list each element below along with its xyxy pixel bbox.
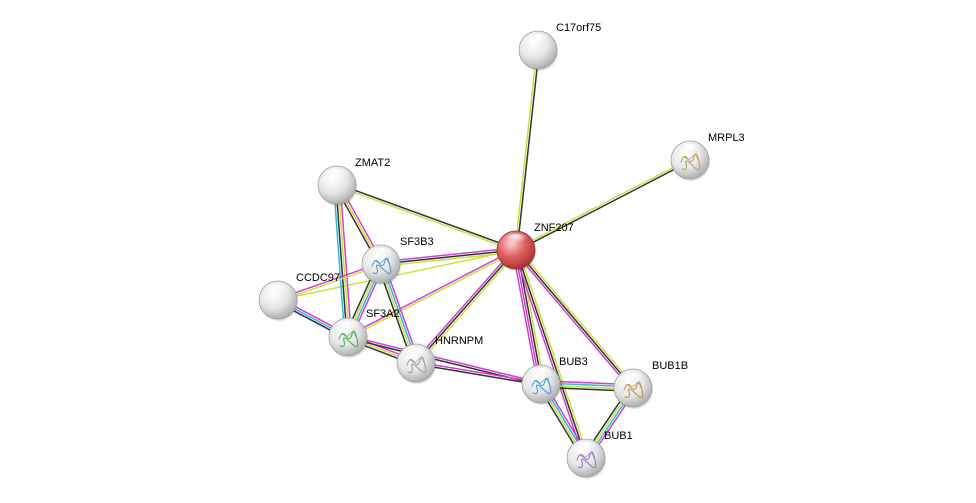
edge-strand-textmining (417, 250, 519, 365)
edge-znf207-bub1b (513, 248, 636, 390)
node-highlight (526, 33, 550, 47)
edge-znf207-c17orf75 (514, 49, 540, 251)
edge-strand-textmining (514, 49, 538, 250)
node-label: ZMAT2 (355, 157, 390, 169)
edge-hnrnpm-bub3 (415, 361, 542, 386)
node-zmat2[interactable]: ZMAT2 (317, 157, 390, 206)
edge-strand-textmining (277, 249, 517, 301)
edge-znf207-sf3a2 (347, 248, 517, 339)
edge-strand-experiments (380, 247, 516, 263)
edge-znf207-ccdc97 (277, 249, 517, 301)
node-label: BUB1B (652, 360, 688, 372)
protein-structure-icon (683, 154, 699, 161)
node-ccdc97[interactable]: CCDC97 (258, 272, 340, 321)
edge-strand-textmining (337, 184, 350, 337)
node-mrpl3[interactable]: MRPL3 (670, 132, 745, 181)
node-sf3a2[interactable]: SF3A2 (328, 308, 400, 358)
node-highlight (504, 233, 528, 247)
edge-strand-experiments (513, 250, 585, 459)
node-hnrnpm[interactable]: HNRNPM (396, 335, 483, 384)
edge-strand-experiments (512, 250, 539, 385)
edge-strand-coexpression (335, 185, 348, 338)
edge-strand-experiments (348, 335, 542, 384)
protein-structure-icon (579, 452, 595, 459)
protein-structure-icon (409, 357, 425, 364)
edge-strand-coexpression (516, 50, 540, 251)
edge-strand-coexpression (515, 249, 587, 459)
edge-strand-textmining (336, 185, 516, 252)
edge-strand-experiments (339, 184, 353, 337)
edge-znf207-zmat2 (336, 183, 517, 252)
edge-strand-experiments (413, 248, 515, 363)
protein-structure-icon (534, 378, 550, 385)
node-highlight (574, 441, 598, 455)
protein-structure-icon (341, 331, 357, 338)
protein-structure-icon (374, 258, 390, 265)
edge-strand-experiments (514, 250, 541, 385)
node-label: SF3B3 (400, 236, 434, 248)
node-bub3[interactable]: BUB3 (521, 356, 588, 405)
node-c17orf75[interactable]: C17orf75 (518, 22, 601, 71)
node-highlight (621, 371, 645, 385)
edge-strand-experiments (416, 361, 542, 384)
edge-strand-databases (332, 185, 346, 338)
node-label: MRPL3 (708, 132, 745, 144)
node-bub1[interactable]: BUB1 (566, 430, 633, 479)
edge-znf207-bub1 (513, 249, 589, 459)
node-label: BUB1 (604, 430, 633, 442)
node-highlight (678, 143, 702, 157)
edge-strand-experiments (513, 250, 632, 390)
node-sf3b3[interactable]: SF3B3 (361, 236, 434, 285)
node-label: CCDC97 (296, 272, 340, 284)
edge-strand-coexpression (337, 183, 517, 250)
node-label: BUB3 (559, 356, 588, 368)
nodes-layer: ZNF207 C17orf75MRPL3ZMAT2SF3B3CCDC97SF3A2… (258, 22, 745, 479)
edge-strand-textmining (517, 249, 589, 458)
node-highlight (529, 367, 553, 381)
edge-strand-coexpression (415, 249, 517, 364)
node-highlight (369, 247, 393, 261)
edge-strand-textmining (517, 248, 636, 388)
edge-strand-coexpression (415, 363, 541, 386)
node-label: ZNF207 (534, 222, 574, 234)
protein-structure-icon (626, 382, 642, 389)
node-highlight (266, 283, 290, 297)
node-znf207[interactable]: ZNF207 (496, 222, 574, 271)
edge-strand-textmining (515, 158, 690, 250)
node-highlight (404, 346, 428, 360)
node-label: SF3A2 (366, 308, 400, 320)
edge-strand-textmining (348, 250, 517, 339)
node-label: HNRNPM (435, 335, 483, 347)
edge-znf207-hnrnpm (413, 248, 519, 365)
edge-zmat2-sf3a2 (332, 184, 353, 338)
node-highlight (336, 320, 360, 334)
node-highlight (325, 168, 349, 182)
edge-strand-coexpression (380, 249, 517, 265)
edge-znf207-mrpl3 (515, 158, 691, 252)
edge-strand-coexpression (516, 160, 691, 252)
node-bub1b[interactable]: BUB1B (613, 360, 688, 409)
edge-strand-coexpression (515, 249, 634, 389)
edge-strand-experiments (347, 248, 516, 337)
node-label: C17orf75 (556, 22, 601, 34)
